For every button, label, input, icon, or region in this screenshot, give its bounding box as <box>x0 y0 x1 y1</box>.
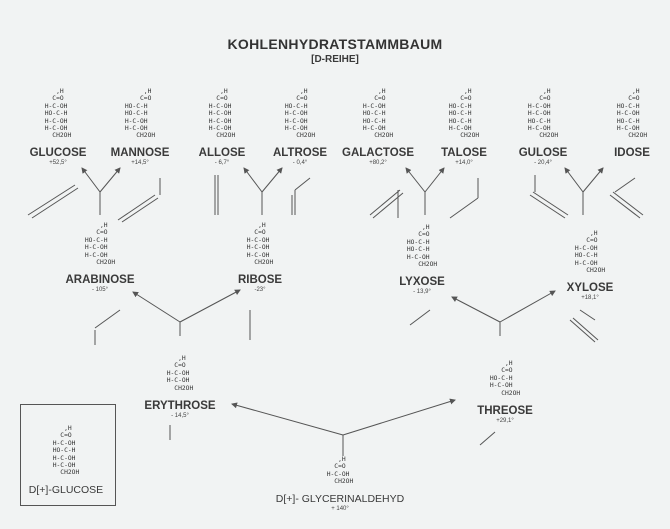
optical-rotation: +52,5° <box>49 160 67 167</box>
stereo-hint-stroke <box>117 194 156 221</box>
optical-rotation: + 140° <box>331 506 349 513</box>
molecule-name: ALTROSE <box>272 147 328 160</box>
stereo-hint-stroke <box>614 177 636 193</box>
stereo-hint-stroke <box>579 309 596 321</box>
molecule-name: ERYTHROSE <box>144 399 216 412</box>
molecule-name: XYLOSE <box>566 282 614 295</box>
structural-formula: ,H C=O HO-C-H HO-C-H H-C-OH CH2OH <box>406 224 438 269</box>
arrow-left <box>564 167 584 193</box>
structural-formula: ,H C=O H-C-OH HO-C-H H-C-OH CH2OH <box>574 230 606 275</box>
molecule-mannose: ,H C=O HO-C-H HO-C-H H-C-OH H-C-OH CH2OH… <box>111 88 170 166</box>
stereo-hint-stroke <box>609 194 641 219</box>
arrow-right <box>499 290 556 323</box>
molecule-allose: ,H C=O H-C-OH H-C-OH H-C-OH H-C-OH CH2OH… <box>199 88 246 166</box>
molecule-glycerinaldehyd: ,H C=O H-C-OH CH2OH D[+]- GLYCERINALDEHYD… <box>276 456 404 512</box>
arrow-left <box>243 167 263 193</box>
molecule-name: LYXOSE <box>399 276 445 289</box>
stereo-hint-stroke <box>294 177 311 191</box>
stereo-hint-stroke <box>532 191 569 216</box>
molecule-ribose: ,H C=O H-C-OH H-C-OH H-C-OH CH2OH RIBOSE-… <box>238 222 282 293</box>
optical-rotation: -23° <box>254 287 266 294</box>
molecule-name: RIBOSE <box>237 274 283 287</box>
optical-rotation: +18,1° <box>581 295 599 302</box>
structural-formula: ,H C=O H-C-OH H-C-OH CH2OH <box>166 355 194 392</box>
arrow-right <box>342 398 456 436</box>
molecule-altrose: ,H C=O HO-C-H H-C-OH H-C-OH H-C-OH CH2OH… <box>273 88 327 166</box>
arrow-right <box>99 167 121 193</box>
molecule-talose: ,H C=O HO-C-H HO-C-H HO-C-H H-C-OH CH2OH… <box>441 88 487 166</box>
structural-formula: ,H C=O HO-C-H H-C-OH CH2OH <box>489 360 521 397</box>
optical-rotation: - 0,4° <box>292 160 308 167</box>
stereo-hint-stroke <box>572 317 599 341</box>
molecule-name: MANNOSE <box>110 147 170 160</box>
structural-formula: ,H C=O HO-C-H HO-C-H H-C-OH H-C-OH CH2OH <box>124 88 156 140</box>
stereo-hint-stroke <box>612 191 644 216</box>
arrow-right <box>424 167 445 193</box>
molecule-glucose: ,H C=O H-C-OH HO-C-H H-C-OH H-C-OH CH2OH… <box>30 88 87 166</box>
molecule-name: TALOSE <box>441 147 487 160</box>
molecule-idose: ,H C=O HO-C-H H-C-OH HO-C-H H-C-OH CH2OH… <box>614 88 650 159</box>
optical-rotation: +29,1° <box>496 417 514 424</box>
stereo-hint-stroke <box>31 187 79 219</box>
arrow-left <box>405 167 426 193</box>
structural-formula: ,H C=O H-C-OH H-C-OH H-C-OH CH2OH <box>246 222 274 267</box>
stereo-hint-stroke <box>94 309 121 329</box>
optical-rotation: - 20,4° <box>534 160 552 167</box>
structural-formula: ,H C=O H-C-OH H-C-OH HO-C-H H-C-OH CH2OH <box>527 88 559 140</box>
molecule-dglucose: ,H C=O H-C-OH HO-C-H H-C-OH H-C-OH CH2OH… <box>29 425 103 496</box>
arrow-right <box>582 167 604 193</box>
diagram-subtitle: [D-REIHE] <box>311 54 359 65</box>
structural-formula: ,H C=O H-C-OH HO-C-H HO-C-H H-C-OH CH2OH <box>362 88 394 140</box>
structural-formula: ,H C=O H-C-OH H-C-OH H-C-OH H-C-OH CH2OH <box>208 88 236 140</box>
molecule-name: ALLOSE <box>198 147 246 160</box>
optical-rotation: +80,2° <box>369 160 387 167</box>
molecule-galactose: ,H C=O H-C-OH HO-C-H HO-C-H H-C-OH CH2OH… <box>342 88 414 166</box>
optical-rotation: +14,5° <box>131 160 149 167</box>
molecule-name: GALACTOSE <box>342 147 414 160</box>
stereo-hint-stroke <box>479 431 496 446</box>
molecule-arabinose: ,H C=O HO-C-H H-C-OH H-C-OH CH2OH ARABINO… <box>65 222 134 293</box>
d-glucose-frame <box>20 404 116 506</box>
arrow-left <box>231 402 344 436</box>
molecule-name: ARABINOSE <box>65 274 135 287</box>
stereo-hint-stroke <box>529 194 566 219</box>
stereo-hint-stroke <box>121 197 159 223</box>
molecule-name: D[+]- GLYCERINALDEHYD <box>275 493 405 506</box>
structural-formula: ,H C=O H-C-OH HO-C-H H-C-OH H-C-OH CH2OH <box>44 88 72 140</box>
molecule-name: THREOSE <box>477 404 533 417</box>
arrow-left <box>451 296 501 323</box>
stereo-hint-stroke <box>449 197 479 219</box>
structural-formula: ,H C=O H-C-OH CH2OH <box>326 456 354 486</box>
optical-rotation: - 13,9° <box>413 289 431 296</box>
molecule-gulose: ,H C=O H-C-OH H-C-OH HO-C-H H-C-OH CH2OH… <box>519 88 568 166</box>
molecule-name: D[+]-GLUCOSE <box>28 484 104 497</box>
optical-rotation: - 105° <box>91 287 109 294</box>
optical-rotation: +14,0° <box>455 160 473 167</box>
stereo-hint-stroke <box>409 309 431 326</box>
structural-formula: ,H C=O HO-C-H H-C-OH H-C-OH H-C-OH CH2OH <box>284 88 316 140</box>
stereo-hint-stroke <box>27 184 76 216</box>
arrow-left <box>81 167 101 193</box>
molecule-name: GLUCOSE <box>29 147 87 160</box>
molecule-lyxose: ,H C=O HO-C-H HO-C-H H-C-OH CH2OH LYXOSE-… <box>399 224 445 295</box>
structural-formula: ,H C=O H-C-OH HO-C-H H-C-OH H-C-OH CH2OH <box>52 425 80 477</box>
arrow-right <box>261 167 283 193</box>
optical-rotation: - 14,5° <box>171 412 189 419</box>
stereo-hint-stroke <box>569 319 596 343</box>
stereo-hint-stroke <box>369 189 401 216</box>
molecule-threose: ,H C=O HO-C-H H-C-OH CH2OH THREOSE+29,1° <box>477 360 533 424</box>
molecule-name: IDOSE <box>614 147 650 160</box>
structural-formula: ,H C=O HO-C-H H-C-OH H-C-OH CH2OH <box>84 222 116 267</box>
structural-formula: ,H C=O HO-C-H H-C-OH HO-C-H H-C-OH CH2OH <box>616 88 648 140</box>
arrow-left <box>132 291 181 323</box>
arrow-right <box>179 289 241 323</box>
structural-formula: ,H C=O HO-C-H HO-C-H HO-C-H H-C-OH CH2OH <box>448 88 480 140</box>
optical-rotation: - 6,7° <box>214 160 230 167</box>
molecule-xylose: ,H C=O H-C-OH HO-C-H H-C-OH CH2OH XYLOSE+… <box>567 230 614 301</box>
diagram-title: KOHLENHYDRATSTAMMBAUM <box>227 36 443 52</box>
molecule-name: GULOSE <box>518 147 568 160</box>
molecule-erythrose: ,H C=O H-C-OH H-C-OH CH2OH ERYTHROSE- 14,… <box>144 355 215 419</box>
